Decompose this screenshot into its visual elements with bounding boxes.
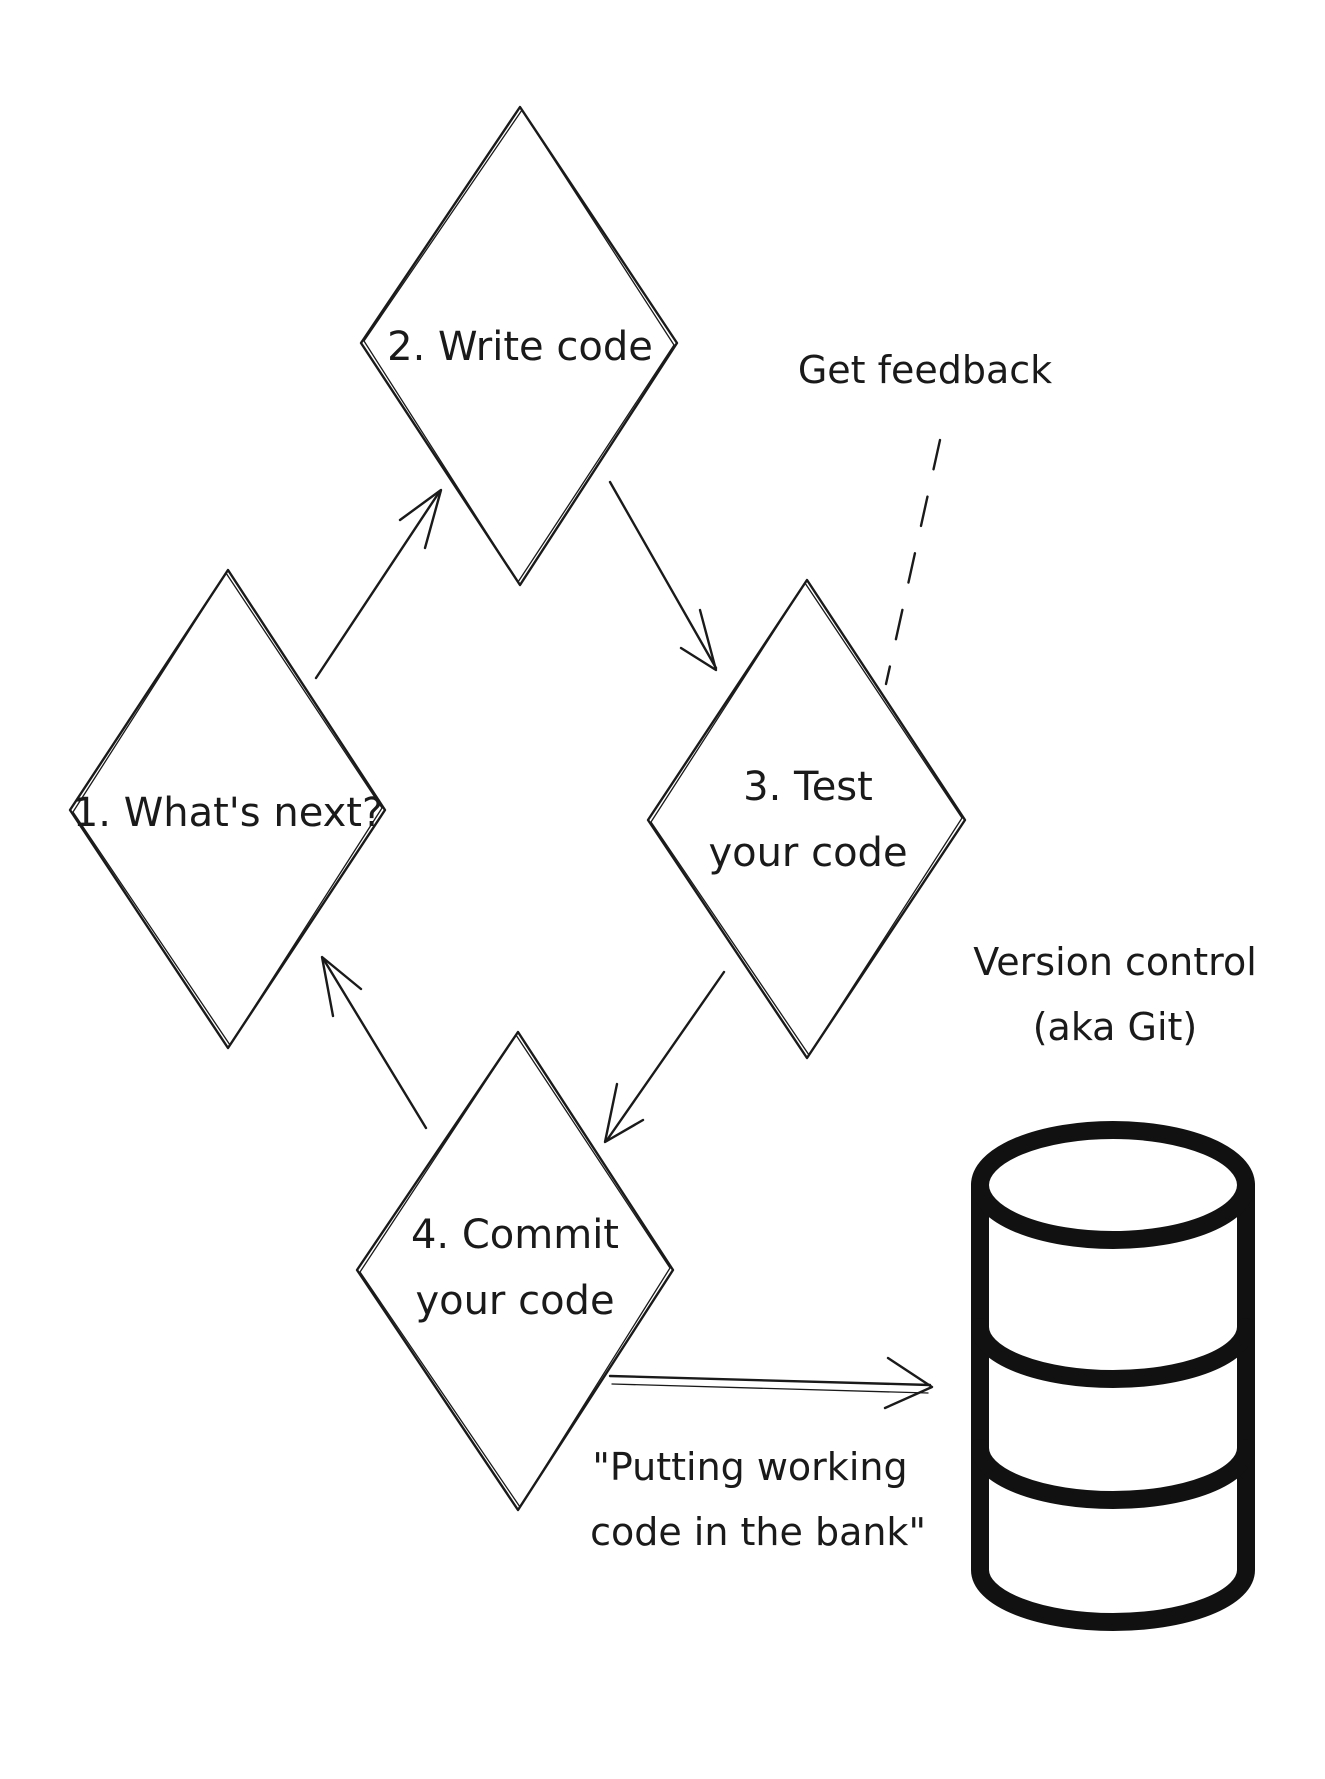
database-icon: [971, 1121, 1255, 1631]
diamond-shape-sketch: [363, 109, 675, 583]
bank-quote-line2: code in the bank": [590, 1510, 926, 1554]
diamond-shape: [355, 1030, 675, 1512]
arrow-head: [398, 488, 443, 550]
arrow-shaft: [322, 958, 428, 1130]
version-control-label-line1: Version control: [973, 940, 1257, 984]
arrow-head: [883, 1356, 934, 1410]
diamond-shape: [359, 105, 679, 587]
diamond-shape: [646, 578, 967, 1060]
database-top: [971, 1121, 1255, 1249]
step-what-next-label: 1. What's next?: [73, 790, 383, 836]
step-test-code: 3. Test your code: [646, 578, 967, 1060]
step-commit-code: 4. Commit your code: [355, 1030, 675, 1512]
step-test-code-label-line1: 3. Test: [743, 764, 873, 810]
feedback-dashed-line: [884, 438, 942, 686]
arrow-commit-to-version-control: [608, 1356, 934, 1410]
arrow-head: [603, 1082, 645, 1144]
diamond-shape-sketch: [650, 582, 963, 1056]
database-ring-1: [971, 1318, 1255, 1388]
step-write-code: 2. Write code: [359, 105, 679, 587]
step-test-code-label-line2: your code: [708, 830, 907, 876]
arrow-head: [320, 955, 363, 1018]
arrow-shaft-sketch: [611, 1383, 929, 1394]
feedback-connector: [884, 438, 942, 686]
arrow-shaft: [314, 492, 440, 680]
diamond-shape: [68, 568, 387, 1050]
arrow-write-code-to-test-code: [608, 480, 718, 672]
database-ring-2: [971, 1439, 1255, 1509]
arrow-shaft: [608, 480, 718, 670]
diamond-shape-sketch: [72, 572, 383, 1046]
arrow-test-code-to-commit-code: [603, 970, 726, 1144]
step-what-next: 1. What's next?: [68, 568, 387, 1050]
arrow-shaft: [608, 1374, 932, 1387]
bank-quote-line1: "Putting working: [592, 1445, 907, 1489]
database-body: [971, 1176, 1255, 1631]
version-control-label-line2: (aka Git): [1033, 1005, 1198, 1049]
feedback-note: Get feedback: [798, 348, 1052, 392]
arrow-head: [679, 608, 718, 672]
arrow-shaft: [605, 970, 726, 1142]
step-write-code-label: 2. Write code: [387, 324, 653, 370]
arrow-commit-code-to-what-next: [320, 955, 428, 1130]
step-commit-code-label-line1: 4. Commit: [411, 1212, 619, 1258]
arrow-what-next-to-write-code: [314, 488, 443, 680]
diamond-shape-sketch: [359, 1034, 671, 1508]
step-commit-code-label-line2: your code: [415, 1278, 614, 1324]
